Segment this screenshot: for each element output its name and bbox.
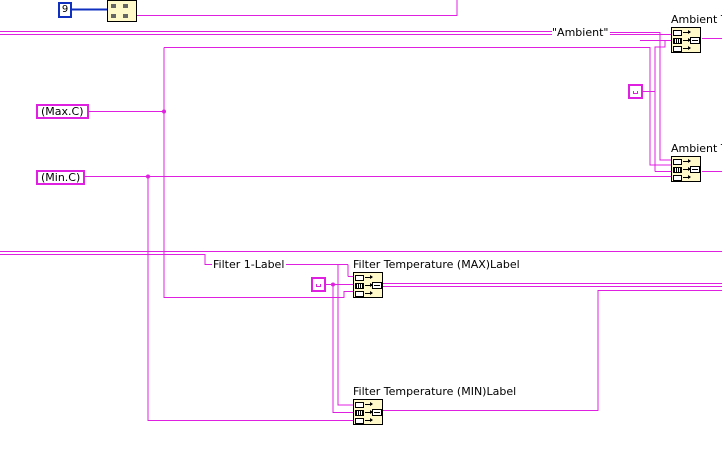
terminal-icon[interactable]	[355, 283, 364, 289]
arrow-icon	[365, 410, 373, 414]
max-wire-down[interactable]	[163, 47, 340, 298]
filter-label-wire[interactable]	[337, 264, 353, 406]
terminal-icon[interactable]	[355, 275, 364, 281]
output-terminal-icon[interactable]	[372, 282, 382, 289]
property-node-label-ambient-bottom: Ambient T	[671, 142, 722, 155]
arrow-icon	[365, 402, 373, 406]
arrow-icon	[683, 30, 691, 34]
wire-top[interactable]	[137, 0, 458, 16]
arrow-icon	[683, 167, 691, 171]
terminal-icon[interactable]	[355, 410, 364, 416]
terminal-icon[interactable]	[355, 291, 364, 297]
max-c-control[interactable]: (Max.C)	[36, 104, 89, 119]
empty-string-constant-icon[interactable]	[311, 277, 326, 292]
min-wire-down[interactable]	[147, 176, 340, 421]
terminal-icon[interactable]	[673, 38, 682, 44]
property-node-icon[interactable]	[671, 27, 701, 53]
output-terminal-icon[interactable]	[690, 37, 700, 44]
property-node-icon[interactable]	[353, 272, 383, 298]
wire-bundle-2[interactable]	[0, 254, 212, 265]
terminal-icon[interactable]	[673, 175, 682, 181]
property-node-icon[interactable]	[671, 156, 701, 182]
property-node-label-filter-min: Filter Temperature (MIN)Label	[353, 385, 517, 398]
empty-string-wire[interactable]	[643, 40, 672, 92]
terminal-icon[interactable]	[673, 30, 682, 36]
arrow-icon	[683, 159, 691, 163]
ambient-string-constant[interactable]: "Ambient"	[552, 26, 609, 39]
arrow-icon	[683, 38, 691, 42]
terminal-icon[interactable]	[355, 402, 364, 408]
arrow-icon	[683, 46, 691, 50]
wire-47[interactable]	[164, 47, 672, 166]
arrow-icon	[683, 175, 691, 179]
output-terminal-icon[interactable]	[690, 166, 700, 173]
terminal-icon[interactable]	[673, 159, 682, 165]
property-node-label-filter-max: Filter Temperature (MAX)Label	[353, 258, 520, 271]
terminal-icon[interactable]	[673, 167, 682, 173]
numeric-constant[interactable]: 9	[58, 2, 72, 18]
arrow-icon	[365, 275, 373, 279]
empty-string-constant-icon[interactable]	[628, 84, 643, 99]
filter-label-constant[interactable]: Filter 1-Label	[213, 258, 285, 271]
filter-out-min[interactable]	[383, 290, 722, 411]
terminal-icon[interactable]	[673, 46, 682, 52]
output-terminal-icon[interactable]	[372, 409, 382, 416]
arrow-icon	[365, 418, 373, 422]
min-c-control[interactable]: (Min.C)	[36, 170, 86, 185]
terminal-icon[interactable]	[355, 418, 364, 424]
ambient-wire-3[interactable]	[610, 32, 672, 161]
property-node-icon[interactable]	[353, 399, 383, 425]
subvi-icon[interactable]	[107, 0, 137, 22]
arrow-icon	[365, 291, 373, 295]
arrow-icon	[365, 283, 373, 287]
property-node-label-ambient-top: Ambient T	[671, 13, 722, 26]
